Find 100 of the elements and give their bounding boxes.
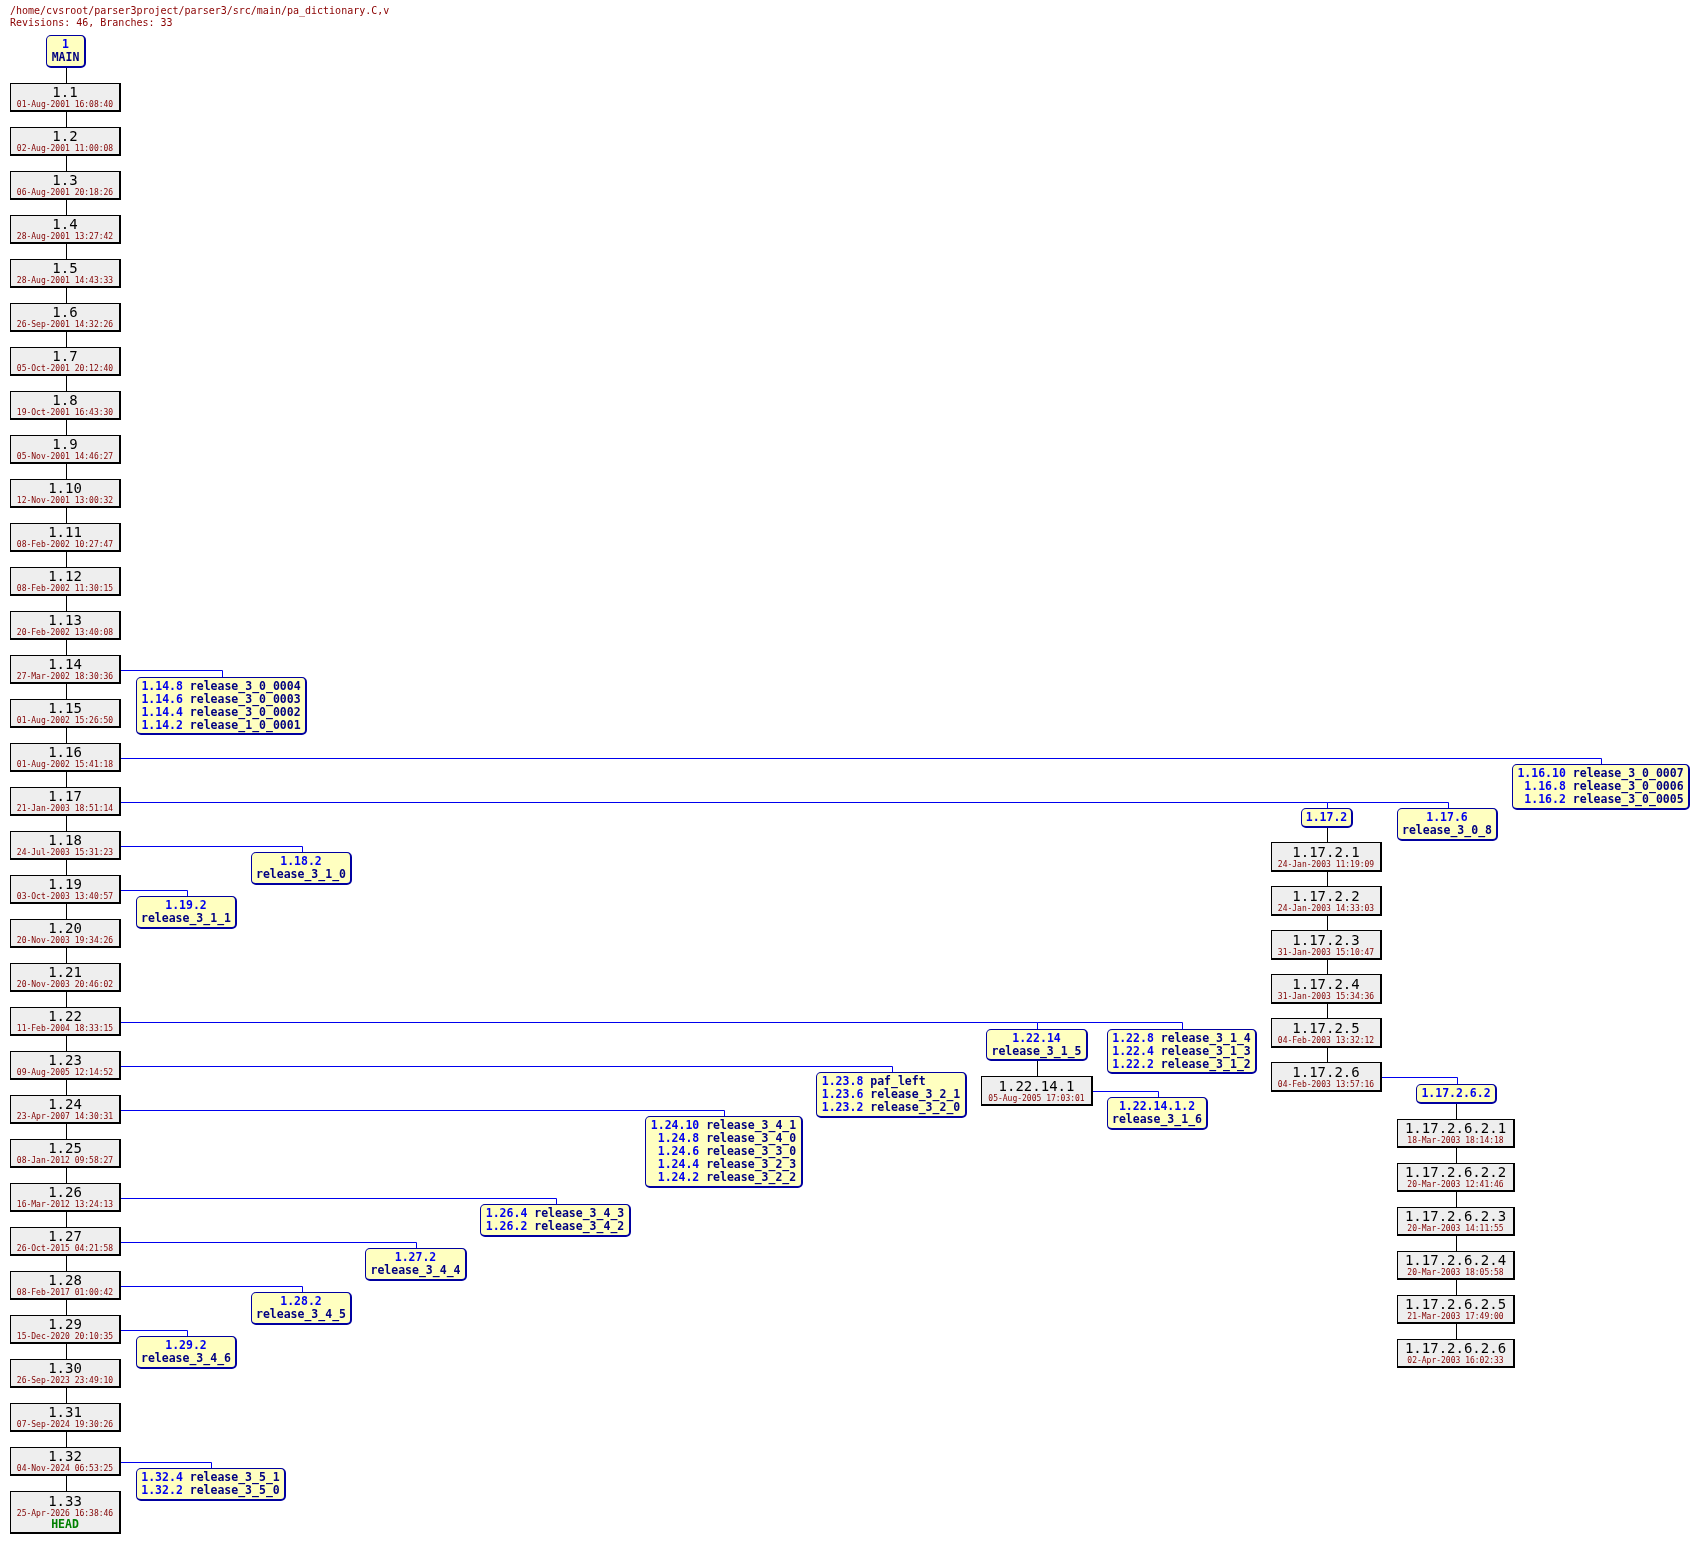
connector-line: [1092, 1091, 1159, 1098]
revision-box: [1271, 1018, 1382, 1048]
connector-line: [1327, 1003, 1328, 1019]
revision-number: 1.19: [48, 877, 82, 892]
revision-number: 1.17.2.4: [1292, 976, 1360, 992]
revision-date: 02-Apr-2003 16:02:33: [1407, 1356, 1504, 1365]
tag-entry: 1.22.2 release_3_1_2: [1112, 1057, 1251, 1071]
branch-number: 1.17.2.6.2: [1421, 1087, 1491, 1100]
revision-box: [10, 1403, 121, 1432]
revision-number: 1.8: [52, 393, 78, 408]
revision-number: 1.28: [48, 1273, 82, 1288]
revision-date: 01-Aug-2002 15:41:18: [16, 760, 114, 769]
connector-line: [120, 1110, 725, 1117]
connector-line: [66, 155, 67, 172]
branch-box: [46, 35, 86, 68]
revision-number: 1.10: [48, 481, 82, 496]
revision-number: 1.16: [48, 745, 82, 760]
connector-line: [66, 1035, 67, 1052]
connector-line: [1456, 1103, 1457, 1120]
revision-box: [10, 1095, 121, 1124]
tag-box: [816, 1072, 967, 1118]
revision-number: 1.11: [48, 525, 82, 540]
tag-box: [1107, 1097, 1208, 1130]
connector-line: [66, 1211, 67, 1228]
connector-line: [120, 890, 188, 897]
revision-box: [1397, 1251, 1515, 1280]
connector-line: [66, 815, 67, 832]
revision-date: 23-Apr-2007 14:30:31: [16, 1112, 114, 1121]
revision-box: [10, 1139, 121, 1168]
connector-line: [66, 1123, 67, 1140]
revision-number: 1.22: [48, 1009, 82, 1024]
tag-entry: 1.24.8 release_3_4_0: [656, 1132, 797, 1145]
revision-number: 1.26: [48, 1185, 82, 1200]
revision-box: [10, 567, 121, 596]
tag-name: release_3_1_1: [141, 912, 231, 925]
tag-entry: 1.22.4 release_3_1_3: [1112, 1044, 1251, 1058]
revision-box: [1397, 1339, 1515, 1368]
revision-box: [1271, 1062, 1382, 1092]
revision-box: [1397, 1207, 1515, 1236]
revision-date: 08-Feb-2002 10:27:47: [16, 540, 114, 549]
branch-number: 1.17.2: [1305, 811, 1348, 824]
revision-date: 01-Aug-2001 16:08:40: [16, 100, 114, 109]
revision-box: [10, 1051, 121, 1080]
revision-date: 08-Feb-2002 11:30:15: [16, 584, 114, 593]
revision-date: 08-Jan-2012 09:58:27: [16, 1156, 114, 1165]
branch-number: 1.29.2: [165, 1339, 207, 1352]
revision-number: 1.17.2.6.2.4: [1404, 1253, 1507, 1268]
revision-number: 1.33: [48, 1493, 82, 1509]
revision-date: 20-Mar-2003 18:05:58: [1407, 1268, 1504, 1277]
revision-number: 1.17.2.5: [1292, 1020, 1360, 1036]
revision-number: 1.21: [48, 965, 82, 980]
revision-number: 1.17.2.6.2.6: [1404, 1341, 1507, 1356]
tag-box: [480, 1204, 631, 1237]
revision-date: 24-Jul-2003 15:31:23: [16, 848, 114, 857]
revision-box: [10, 655, 121, 684]
connector-line: [66, 1079, 67, 1096]
revision-number: 1.5: [52, 261, 78, 276]
tag-box: [251, 852, 352, 885]
connector-line: [66, 1343, 67, 1360]
revision-box: [1271, 842, 1382, 872]
connector-line: [66, 771, 67, 788]
tag-entry: 1.22.8 release_3_1_4: [1112, 1031, 1251, 1045]
connector-line: [66, 1255, 67, 1272]
revision-number: 1.1: [52, 85, 78, 100]
tag-entry: 1.24.10 release_3_4_1: [650, 1119, 797, 1132]
connector-line: [120, 846, 303, 853]
revision-date: 21-Mar-2003 17:49:00: [1407, 1312, 1504, 1321]
revision-date: 05-Aug-2005 17:03:01: [988, 1093, 1085, 1103]
tag-entry: 1.14.2 release_1_0_0001: [141, 718, 301, 732]
revision-box: [10, 171, 121, 200]
branch-number: 1.22.14: [1012, 1031, 1061, 1045]
revision-date: 12-Nov-2001 13:00:32: [16, 496, 114, 505]
revision-number: 1.17: [48, 789, 82, 804]
revision-number: 1.25: [48, 1141, 82, 1156]
branch-number: 1.17.6: [1426, 811, 1468, 824]
tag-box: [986, 1029, 1088, 1061]
revision-number: 1.6: [52, 305, 78, 320]
connector-line: [66, 507, 67, 524]
connector-line: [66, 199, 67, 216]
revision-box: [10, 919, 121, 948]
revision-box: [10, 1183, 121, 1212]
tag-entry: 1.14.6 release_3_0_0003: [141, 692, 301, 706]
revision-date: 20-Mar-2003 14:11:55: [1407, 1224, 1504, 1233]
connector-line: [66, 859, 67, 876]
tag-box: [136, 896, 237, 929]
revision-box: [10, 611, 121, 640]
revision-number: 1.18: [48, 833, 82, 848]
revision-box: [10, 1007, 121, 1036]
revision-date: 02-Aug-2001 11:00:08: [16, 144, 114, 153]
tag-entry: 1.23.8 paf_left: [821, 1075, 926, 1088]
revision-box: [10, 479, 121, 508]
revision-box: [10, 303, 121, 332]
tag-name: release_3_4_6: [141, 1352, 231, 1365]
tag-box: [365, 1248, 467, 1281]
revision-date: 03-Oct-2003 13:40:57: [16, 892, 114, 901]
revision-number: 1.29: [48, 1317, 82, 1332]
tag-entry: 1.14.8 release_3_0_0004: [141, 679, 301, 693]
revision-date: 31-Jan-2003 15:34:36: [1277, 991, 1375, 1001]
revision-number: 1.17.2.6: [1292, 1064, 1360, 1080]
revision-number: 1.7: [52, 349, 78, 364]
